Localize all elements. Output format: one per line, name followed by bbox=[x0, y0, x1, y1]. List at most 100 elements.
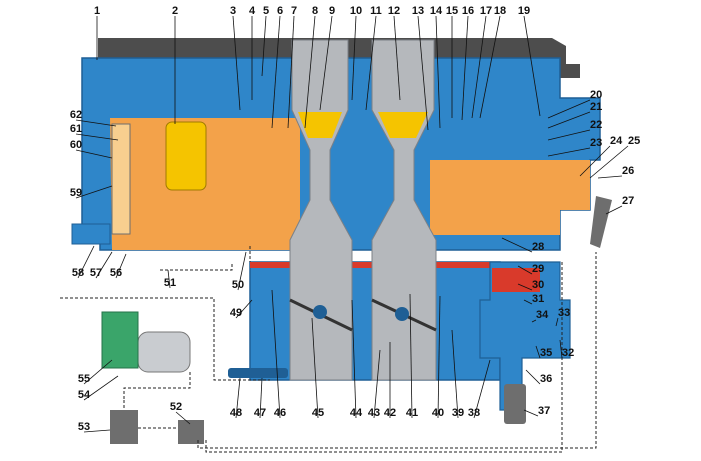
needle-valve bbox=[111, 123, 131, 235]
leader-39 bbox=[451, 329, 459, 419]
leader-22 bbox=[547, 129, 591, 141]
leader-17 bbox=[471, 15, 487, 119]
leader-53 bbox=[83, 429, 111, 433]
callout-37: 37 bbox=[538, 405, 550, 417]
callout-3: 3 bbox=[230, 5, 236, 17]
leader-40 bbox=[437, 295, 441, 419]
callout-38: 38 bbox=[468, 407, 480, 419]
callout-5: 5 bbox=[263, 5, 269, 17]
callout-1: 1 bbox=[94, 5, 100, 17]
wiring bbox=[60, 246, 597, 453]
leader-31 bbox=[523, 299, 533, 305]
callout-18: 18 bbox=[494, 5, 506, 17]
callout-42: 42 bbox=[384, 407, 396, 419]
callout-11: 11 bbox=[370, 5, 382, 17]
callout-51: 51 bbox=[164, 277, 176, 289]
carburetor-body bbox=[71, 38, 612, 424]
callout-49: 49 bbox=[230, 307, 242, 319]
leader-32 bbox=[559, 339, 563, 359]
leader-41 bbox=[409, 293, 413, 419]
callout-52: 52 bbox=[170, 401, 182, 413]
callout-39: 39 bbox=[452, 407, 464, 419]
callout-55: 55 bbox=[78, 373, 90, 385]
callout-58: 58 bbox=[72, 267, 84, 279]
callout-35: 35 bbox=[540, 347, 552, 359]
callout-60: 60 bbox=[70, 139, 82, 151]
leader-52 bbox=[175, 411, 191, 425]
pump-diaphragm bbox=[492, 268, 540, 292]
leader-7 bbox=[287, 15, 295, 129]
leader-56 bbox=[115, 253, 127, 279]
leader-13 bbox=[417, 15, 429, 131]
callout-41: 41 bbox=[406, 407, 418, 419]
valve-housing bbox=[101, 311, 139, 369]
control-unit bbox=[101, 311, 204, 444]
callout-13: 13 bbox=[412, 5, 424, 17]
leader-43 bbox=[373, 349, 381, 419]
float-chamber-fuel-right bbox=[430, 160, 590, 235]
callout-54: 54 bbox=[78, 389, 91, 401]
callout-26: 26 bbox=[622, 165, 634, 177]
callout-61: 61 bbox=[70, 123, 82, 135]
leader-54 bbox=[83, 375, 119, 401]
callout-16: 16 bbox=[462, 5, 474, 17]
leader-36 bbox=[525, 369, 541, 385]
callout-8: 8 bbox=[312, 5, 318, 17]
callout-27: 27 bbox=[622, 195, 634, 207]
leader-50 bbox=[237, 251, 247, 291]
leader-26 bbox=[597, 175, 623, 179]
callout-17: 17 bbox=[480, 5, 492, 17]
callout-20: 20 bbox=[590, 89, 602, 101]
callout-53: 53 bbox=[78, 421, 90, 433]
leader-34 bbox=[531, 319, 537, 323]
leader-30 bbox=[517, 283, 533, 291]
leader-29 bbox=[517, 265, 533, 275]
leader-33 bbox=[555, 317, 559, 327]
leader-37 bbox=[523, 409, 539, 417]
callout-28: 28 bbox=[532, 241, 544, 253]
leader-51 bbox=[167, 269, 171, 289]
callout-45: 45 bbox=[312, 407, 324, 419]
callout-46: 46 bbox=[274, 407, 286, 419]
leader-9 bbox=[319, 15, 333, 111]
leader-57 bbox=[95, 251, 113, 279]
callout-24: 24 bbox=[610, 135, 623, 147]
float bbox=[165, 121, 207, 191]
leader-3 bbox=[232, 15, 241, 111]
callout-15: 15 bbox=[446, 5, 458, 17]
leader-58 bbox=[77, 245, 95, 279]
callout-48: 48 bbox=[230, 407, 242, 419]
leader-8 bbox=[304, 15, 316, 129]
callout-40: 40 bbox=[432, 407, 444, 419]
leader-27 bbox=[605, 205, 623, 215]
callout-14: 14 bbox=[430, 5, 443, 17]
leader-45 bbox=[311, 317, 319, 419]
callout-34: 34 bbox=[536, 309, 549, 321]
solenoid-body bbox=[137, 331, 191, 373]
leader-48 bbox=[235, 377, 241, 419]
leader-18 bbox=[479, 15, 501, 119]
callout-57: 57 bbox=[90, 267, 102, 279]
control-block-53 bbox=[110, 410, 138, 444]
callout-12: 12 bbox=[388, 5, 400, 17]
leader-6 bbox=[271, 15, 281, 129]
callout-4: 4 bbox=[249, 5, 256, 17]
leader-24 bbox=[579, 145, 611, 177]
callout-21: 21 bbox=[590, 101, 602, 113]
leader-5 bbox=[261, 15, 267, 77]
callout-43: 43 bbox=[368, 407, 380, 419]
throttle-shaft-secondary bbox=[395, 307, 409, 321]
leader-11 bbox=[365, 15, 377, 111]
callout-22: 22 bbox=[590, 119, 602, 131]
leader-46 bbox=[271, 289, 281, 419]
leader-55 bbox=[83, 359, 113, 385]
throttle-shaft bbox=[313, 305, 327, 319]
leader-14 bbox=[435, 15, 441, 129]
leader-23 bbox=[547, 147, 591, 157]
leader-21 bbox=[547, 111, 591, 129]
leader-35 bbox=[535, 345, 541, 359]
leader-61 bbox=[75, 133, 119, 141]
callout-36: 36 bbox=[540, 373, 552, 385]
